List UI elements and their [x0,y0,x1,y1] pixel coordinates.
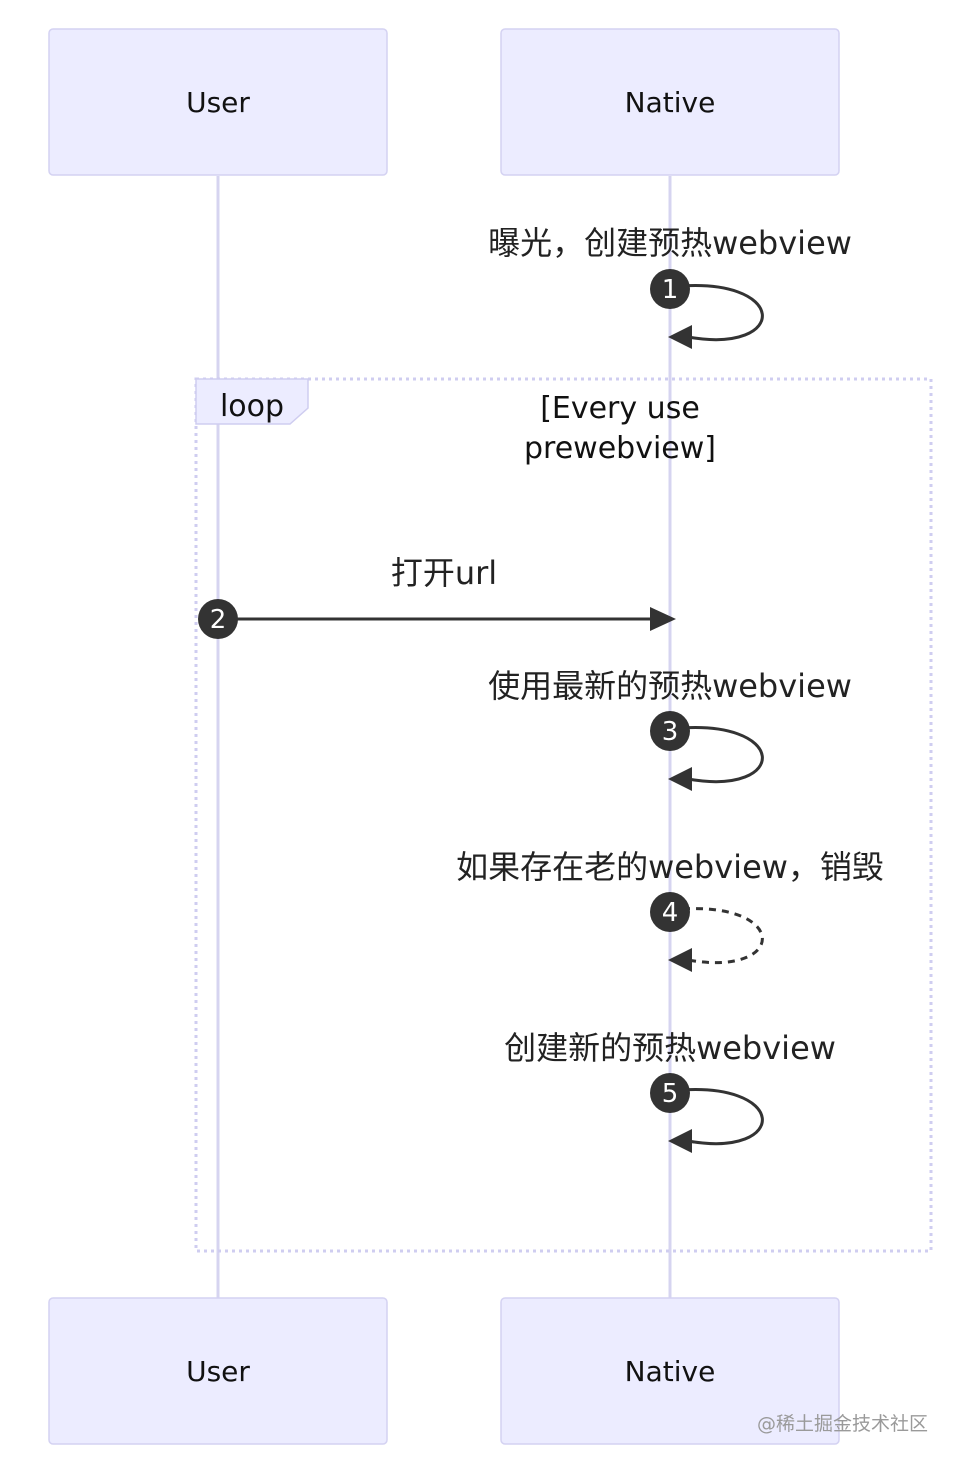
message-3-label: 使用最新的预热webview [488,667,852,705]
loop-label: loop [220,389,284,424]
message-4-arrowhead [668,948,692,972]
loop-condition-line2: prewebview] [524,431,716,466]
loop-condition-line1: [Every use [540,391,700,426]
message-4-seq-number: 4 [662,898,679,928]
message-5: 创建新的预热webview 5 [504,1029,836,1153]
message-3-arrowhead [668,767,692,791]
message-1-arrowhead [668,325,692,349]
loop-frame: loop [Every use prewebview] [194,377,933,1253]
actor-user-top-label: User [186,86,250,119]
actor-user-bottom-label: User [186,1355,250,1388]
message-5-seq-badge [650,1073,690,1113]
message-1-label: 曝光，创建预热webview [488,224,852,262]
actor-user-top: User [48,28,388,176]
message-1-seq-number: 1 [662,275,679,305]
message-1-path [669,284,764,342]
message-2-arrowhead [650,607,676,631]
message-3-seq-badge [650,711,690,751]
actor-native-bottom-label: Native [625,1355,716,1388]
message-4: 如果存在老的webview，销毁 4 [456,848,884,972]
message-4-path [669,907,764,965]
message-1: 曝光，创建预热webview 1 [488,224,852,349]
message-5-label: 创建新的预热webview [504,1029,836,1067]
message-2-label: 打开url [391,554,497,592]
message-1-seq-badge [650,269,690,309]
actor-native-bottom: Native [500,1297,840,1445]
actor-user-bottom: User [48,1297,388,1445]
actor-native-top: Native [500,28,840,176]
message-5-path [669,1088,764,1146]
message-5-arrowhead [668,1129,692,1153]
message-3: 使用最新的预热webview 3 [488,667,852,791]
message-4-label: 如果存在老的webview，销毁 [456,848,884,886]
message-3-seq-number: 3 [662,717,679,747]
loop-tab [195,378,309,425]
watermark: @稀土掘金技术社区 [756,1413,928,1435]
message-3-path [669,726,764,784]
message-5-seq-number: 5 [662,1079,679,1109]
message-4-seq-badge [650,892,690,932]
message-2-seq-badge [198,599,238,639]
message-2: 打开url 2 [198,554,676,639]
message-2-seq-number: 2 [210,605,227,635]
actor-native-top-label: Native [625,86,716,119]
